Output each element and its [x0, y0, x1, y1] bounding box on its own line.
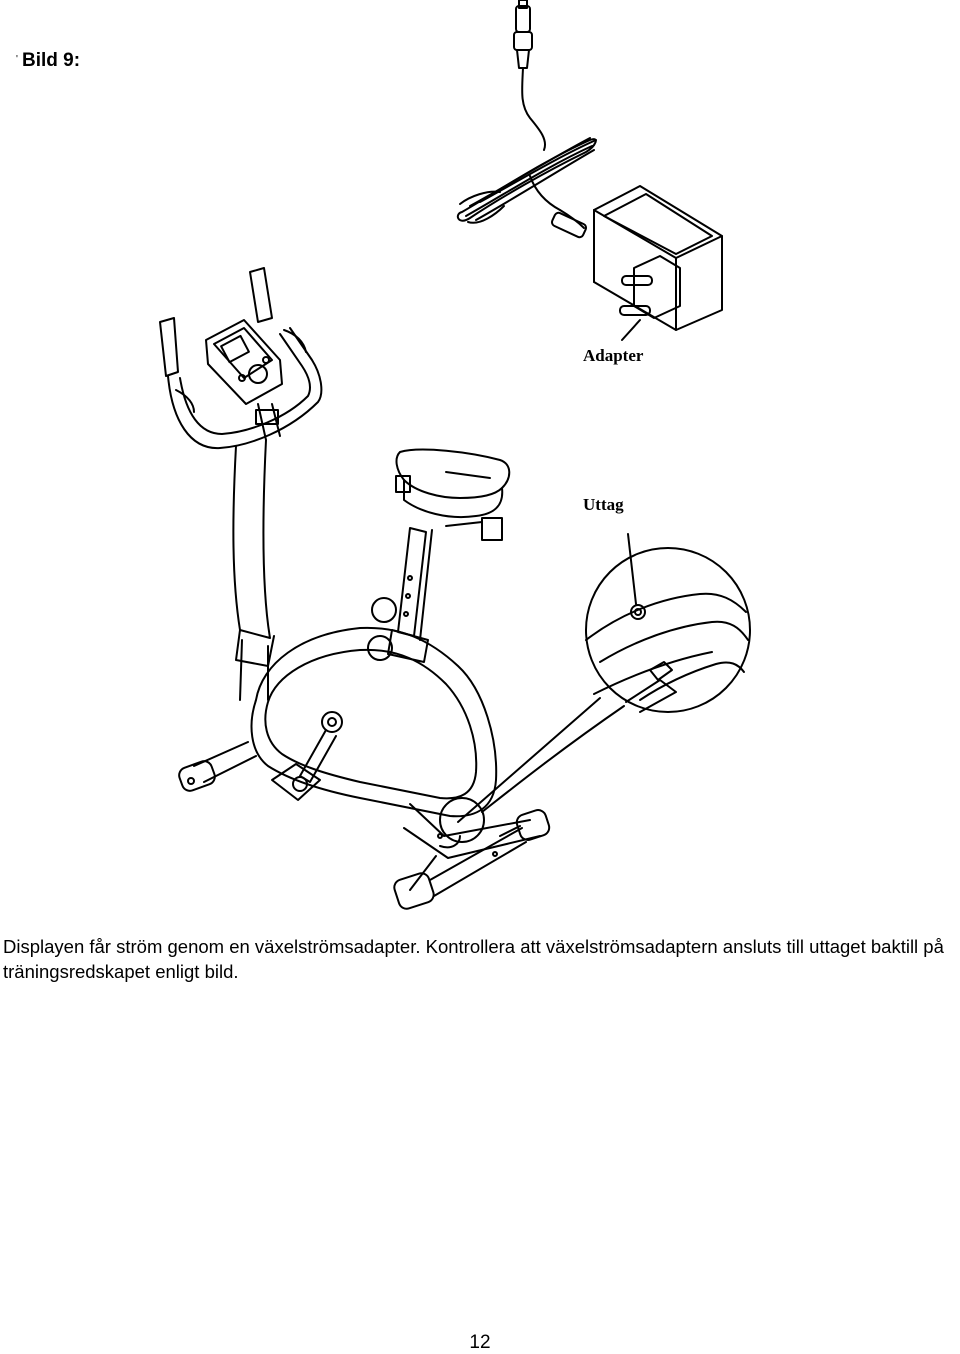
outlet-label: Uttag — [583, 495, 624, 514]
figure-illustration — [159, 0, 751, 910]
exercise-bike-illustration — [159, 267, 551, 910]
ac-adapter-illustration — [456, 0, 723, 341]
adapter-label: Adapter — [583, 346, 644, 365]
page-number: 12 — [469, 1332, 491, 1353]
margin-mark: ' — [16, 54, 18, 65]
body-paragraph: Displayen får ström genom en växelströms… — [3, 936, 944, 982]
figure-title: Bild 9: — [22, 50, 81, 71]
outlet-detail-illustration — [457, 533, 751, 823]
